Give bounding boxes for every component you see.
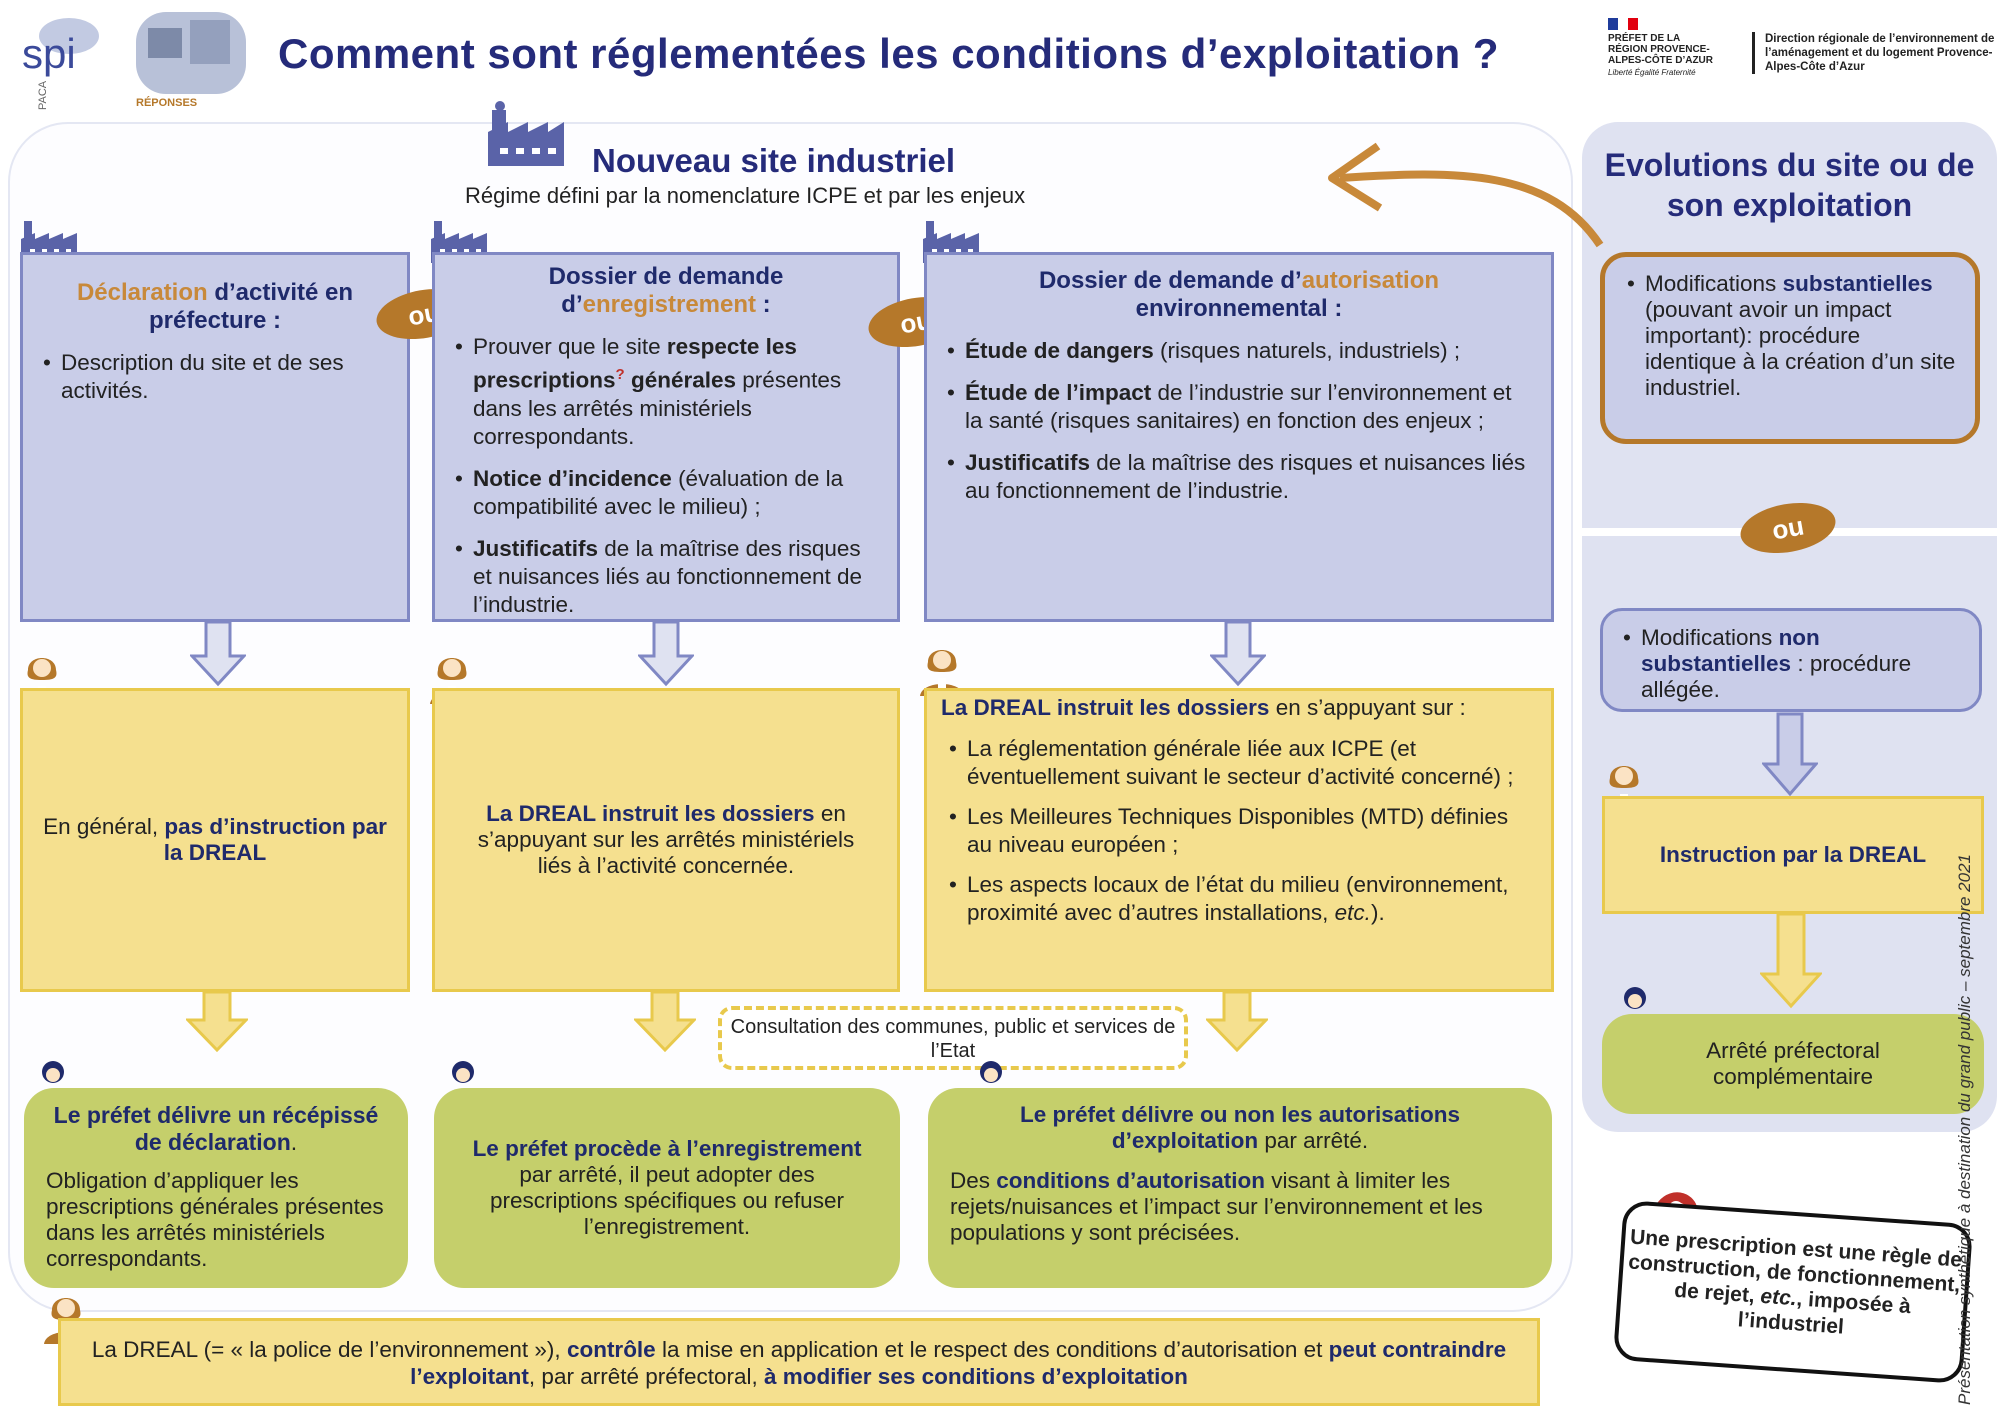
autorisation-instruction-item: Les aspects locaux de l’état du milieu (… [949, 871, 1537, 927]
spi-logo: spi PACA [14, 6, 124, 116]
arrete-complementaire: Arrêté préfectoral complémentaire [1706, 1038, 1880, 1089]
arrow-down-icon [1206, 990, 1268, 1052]
svg-text:spi: spi [22, 30, 76, 77]
enregistrement-instruction-box: La DREAL instruit les dossiers en s’appu… [432, 688, 900, 992]
evolutions-instruction: Instruction par la DREAL [1659, 842, 1927, 867]
declaration-instruction: En général, pas d’instruction par la DRE… [43, 814, 387, 865]
dreal-header: Direction régionale de l’environnement d… [1752, 32, 1997, 74]
enregistrement-heading: Dossier de demande d’enregistrement : [548, 263, 784, 318]
declaration-box: Déclaration d’activité en préfecture : D… [20, 252, 410, 622]
declaration-prefet-box: Le préfet délivre un récépissé de déclar… [24, 1088, 408, 1288]
prescription-definition-note: Une prescription est une règle de constr… [1612, 1199, 1974, 1385]
autorisation-heading: Dossier de demande d’autorisation enviro… [1038, 267, 1440, 322]
svg-text:RÉPONSES: RÉPONSES [136, 96, 197, 109]
autorisation-box: Dossier de demande d’autorisation enviro… [924, 252, 1554, 622]
enregistrement-item: Justificatifs de la maîtrise des risques… [455, 535, 881, 619]
enregistrement-box: Dossier de demande d’enregistrement : Pr… [432, 252, 900, 622]
arrow-down-icon [638, 620, 694, 687]
declaration-prefet-detail: Obligation d’appliquer les prescriptions… [46, 1168, 384, 1271]
autorisation-instruction-box: La DREAL instruit les dossiers en s’appu… [924, 688, 1554, 992]
declaration-instruction-box: En général, pas d’instruction par la DRE… [20, 688, 410, 992]
reponses-logo: RÉPONSES [130, 6, 260, 110]
declaration-prefet: Le préfet délivre un récépissé de déclar… [53, 1102, 379, 1155]
enregistrement-item: Prouver que le site respecte les prescri… [455, 333, 881, 451]
marianne-flag-icon [1608, 18, 1638, 30]
autorisation-instruction-item: La réglementation générale liée aux ICPE… [949, 735, 1537, 791]
autorisation-instruction-item: Les Meilleures Techniques Disponibles (M… [949, 803, 1537, 859]
autorisation-item: Étude de l’impact de l’industrie sur l’e… [947, 379, 1535, 435]
enregistrement-instruction: La DREAL instruit les dossiers en s’appu… [477, 801, 855, 878]
autorisation-instruction-head: La DREAL instruit les dossiers en s’appu… [941, 695, 1466, 720]
enregistrement-prefet-box: Le préfet procède à l’enregistrement par… [434, 1088, 900, 1288]
substantial-modifications-box: Modifications substantielles (pouvant av… [1600, 252, 1980, 444]
prefet-logo: PRÉFET DE LA RÉGION PROVENCE-ALPES-CÔTE … [1608, 18, 1718, 77]
arrow-curved-icon [1328, 142, 1604, 248]
dreal-control-bar: La DREAL (= « la police de l’environneme… [58, 1318, 1540, 1406]
evolutions-title: Evolutions du site ou de son exploitatio… [1604, 147, 1975, 223]
declaration-item: Description du site et de ses activités. [43, 349, 391, 405]
site-title: Nouveau site industriel [592, 142, 956, 179]
prefet-label: PRÉFET DE LA RÉGION PROVENCE-ALPES-CÔTE … [1608, 33, 1713, 66]
arrow-down-icon [186, 990, 248, 1052]
page-title: Comment sont réglementées les conditions… [278, 30, 1500, 77]
declaration-heading: Déclaration d’activité en préfecture : [76, 279, 354, 334]
autorisation-prefet-detail: Des conditions d’autorisation visant à l… [950, 1168, 1483, 1245]
non-substantial-modifications-box: Modifications non substantielles : procé… [1600, 608, 1982, 712]
devise: Liberté Égalité Fraternité [1608, 68, 1696, 77]
arrow-down-icon [634, 990, 696, 1052]
arrow-down-icon [1760, 912, 1822, 1009]
arrow-down-icon [190, 620, 246, 687]
arrete-complementaire-box: Arrêté préfectoral complémentaire [1602, 1014, 1984, 1114]
factory-icon [488, 101, 564, 166]
consultation-note: Consultation des communes, public et ser… [718, 1006, 1188, 1070]
non-substantial-modifications: Modifications non substantielles : procé… [1623, 625, 1963, 703]
arrow-down-icon [1210, 620, 1266, 687]
site-subtitle: Régime défini par la nomenclature ICPE e… [465, 183, 1026, 208]
enregistrement-item: Notice d’incidence (évaluation de la com… [455, 465, 881, 521]
enregistrement-prefet: Le préfet procède à l’enregistrement par… [472, 1136, 862, 1239]
svg-text:PACA: PACA [37, 80, 49, 110]
autorisation-prefet-box: Le préfet délivre ou non les autorisatio… [928, 1088, 1552, 1288]
side-caption: Présentation synthétique à destination d… [1955, 854, 1974, 1405]
autorisation-item: Justificatifs de la maîtrise des risques… [947, 449, 1535, 505]
arrow-down-icon [1762, 712, 1818, 797]
substantial-modifications: Modifications substantielles (pouvant av… [1627, 271, 1957, 401]
evolutions-instruction-box: Instruction par la DREAL [1602, 796, 1984, 914]
autorisation-item: Étude de dangers (risques naturels, indu… [947, 337, 1535, 365]
autorisation-prefet: Le préfet délivre ou non les autorisatio… [1019, 1102, 1461, 1153]
